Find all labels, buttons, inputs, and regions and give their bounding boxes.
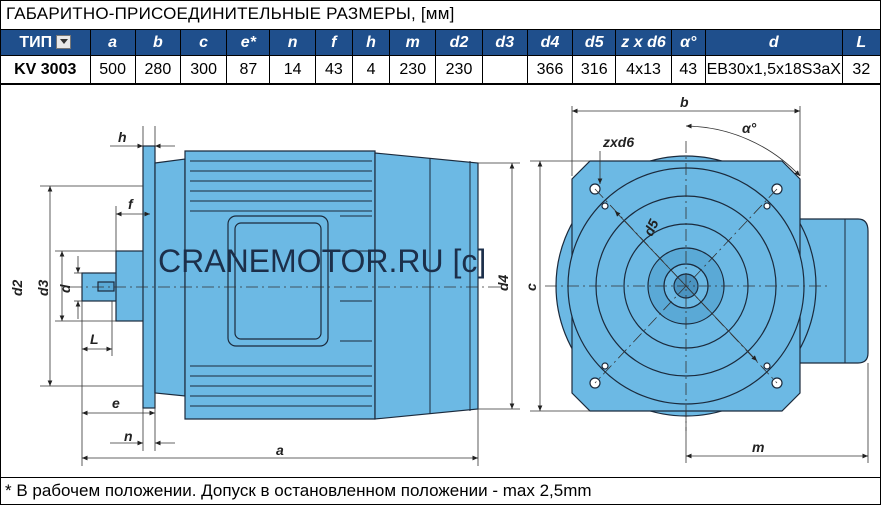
page-title: ГАБАРИТНО-ПРИСОЕДИНИТЕЛЬНЫЕ РАЗМЕРЫ, [мм… (6, 4, 455, 23)
label-m: m (752, 439, 764, 455)
header-cell: d5 (572, 29, 617, 56)
fan-cover (374, 152, 479, 420)
table-cell[interactable]: 280 (134, 55, 182, 84)
header-cell: d3 (481, 29, 528, 56)
header-cell: L (841, 29, 881, 56)
header-cell: f (314, 29, 353, 56)
label-d4: d4 (495, 274, 511, 291)
header-cell: n (269, 29, 316, 56)
header-cell: b (134, 29, 182, 56)
table-cell[interactable]: 4 (351, 55, 391, 84)
terminal-box (227, 215, 329, 347)
label-zxd6: zxd6 (602, 134, 634, 150)
label-d: d (57, 284, 73, 293)
footnote-text: * В рабочем положении. Допуск в остановл… (5, 481, 592, 500)
table-cell[interactable]: 43 (314, 55, 353, 84)
table-cell[interactable]: 32 (841, 55, 881, 84)
table-cell[interactable]: 4x13 (615, 55, 672, 84)
label-d5: d5 (640, 217, 661, 239)
dimensions-table: ТИП a b c e* n f h m d2 d3 d4 d5 z x d6 … (0, 29, 881, 84)
motor-side-view (81, 145, 479, 420)
filter-dropdown-icon[interactable] (56, 35, 72, 50)
header-cell: d2 (435, 29, 483, 56)
table-cell[interactable]: 87 (226, 55, 271, 84)
table-cell[interactable]: 500 (89, 55, 136, 84)
label-h: h (118, 129, 127, 145)
header-cell: z x d6 (615, 29, 672, 56)
label-f: f (128, 196, 134, 212)
side-view-labels: h f d2 d3 d L e n a d4 (9, 129, 511, 458)
table-cell[interactable]: KV 3003 (0, 55, 91, 84)
header-cell: α° (670, 29, 706, 56)
table-cell[interactable]: 43 (670, 55, 706, 84)
header-type[interactable]: ТИП (0, 29, 91, 56)
table-cell[interactable]: 300 (179, 55, 228, 84)
label-L: L (90, 331, 99, 347)
label-e: e (112, 395, 120, 411)
header-cell: d4 (526, 29, 574, 56)
header-cell: h (351, 29, 391, 56)
table-cell[interactable]: EB30x1,5x18S3aX (704, 55, 843, 84)
table-cell[interactable] (481, 55, 528, 84)
watermark: CRANEMOTOR.RU [c] (158, 243, 486, 279)
label-a: a (276, 442, 284, 458)
table-row: KV 3003 500 280 300 87 14 43 4 230 230 3… (0, 55, 881, 84)
footer-note: * В рабочем положении. Допуск в остановл… (0, 477, 881, 506)
header-cell: d (704, 29, 843, 56)
label-b: b (680, 94, 689, 110)
table-cell[interactable]: 14 (269, 55, 316, 84)
header-cell: e* (226, 29, 271, 56)
table-cell[interactable]: 230 (435, 55, 483, 84)
label-alpha: α° (742, 120, 757, 136)
motor-dimension-drawing: h f d2 d3 d L e n a d4 (0, 84, 881, 477)
header-cell: c (179, 29, 228, 56)
front-view-labels: b c zxd6 α° d5 m (523, 94, 764, 455)
drawing-svg: h f d2 d3 d L e n a d4 (9, 94, 869, 466)
shaft-key (97, 281, 115, 292)
label-c: c (523, 283, 539, 291)
header-cell: m (389, 29, 437, 56)
motor-flange (142, 145, 156, 409)
table-cell[interactable]: 366 (526, 55, 574, 84)
label-d3: d3 (35, 279, 51, 296)
table-cell[interactable]: 230 (389, 55, 437, 84)
label-d2: d2 (9, 279, 25, 296)
table-header-row: ТИП a b c e* n f h m d2 d3 d4 d5 z x d6 … (0, 29, 881, 56)
label-n: n (124, 428, 133, 444)
motor-front-view (555, 155, 869, 417)
table-cell[interactable]: 316 (572, 55, 617, 84)
header-cell: a (89, 29, 136, 56)
